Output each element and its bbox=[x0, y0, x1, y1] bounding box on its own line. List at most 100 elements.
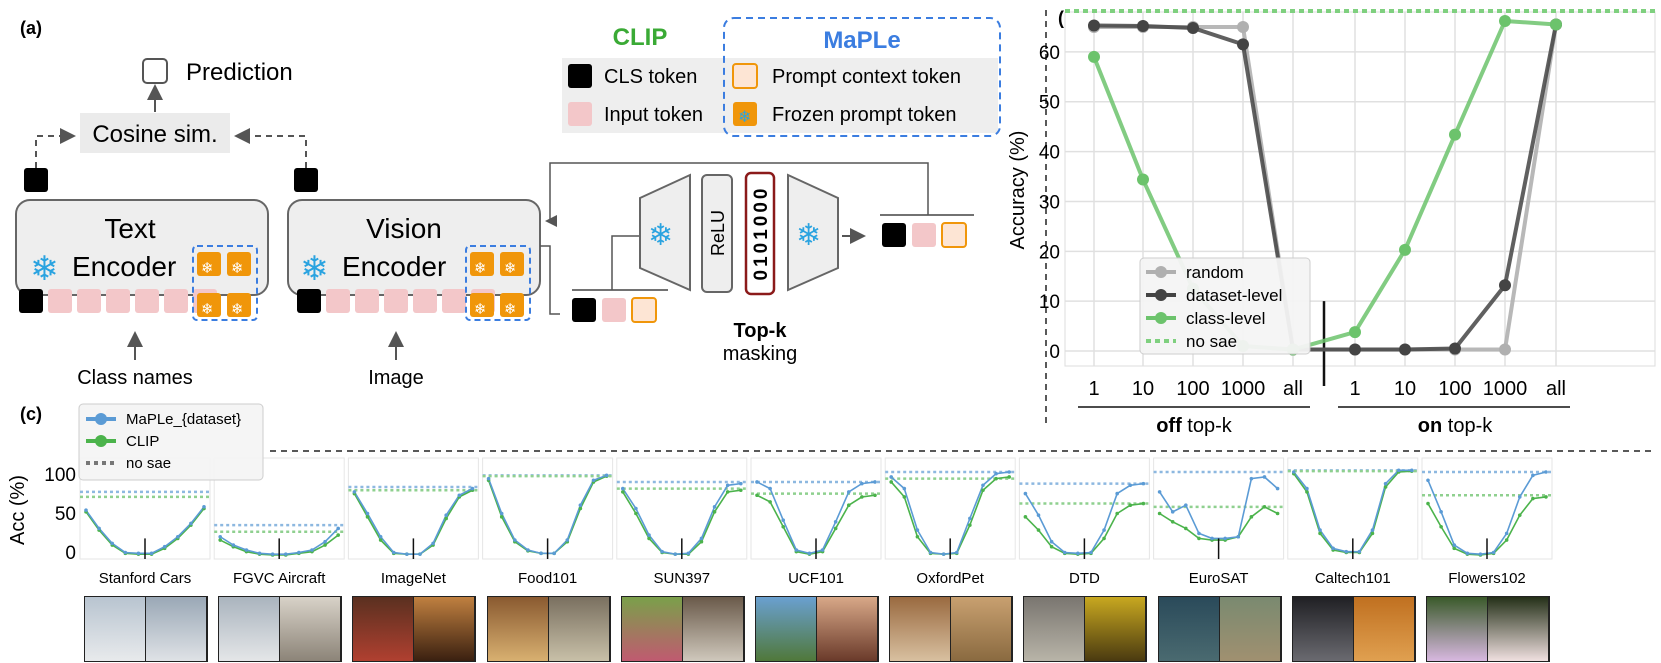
token-legend bbox=[562, 58, 998, 133]
dataset-thumbnail bbox=[486, 596, 611, 662]
class-names-label: Class names bbox=[77, 367, 193, 389]
clip-point bbox=[968, 523, 972, 527]
maple-point bbox=[873, 480, 877, 484]
group-label: on top-k bbox=[1418, 415, 1493, 437]
clip-point bbox=[1102, 536, 1106, 541]
maple-point bbox=[499, 511, 504, 516]
snowflake-icon: ❄ bbox=[201, 260, 214, 277]
frozen-prompt-token bbox=[227, 252, 251, 276]
maple-point bbox=[889, 475, 893, 479]
maple-point bbox=[1141, 481, 1146, 486]
x-tick-label: 100 bbox=[1438, 378, 1471, 400]
mini-chart-oxfordpet: OxfordPet bbox=[884, 457, 1016, 587]
maple-point bbox=[1305, 486, 1309, 491]
cls-token-label: CLS token bbox=[604, 66, 697, 88]
maple-point bbox=[244, 548, 249, 552]
prediction-label: Prediction bbox=[186, 59, 293, 86]
prompt-context-swatch bbox=[732, 63, 758, 89]
dataset-thumbnail bbox=[1291, 596, 1416, 662]
clip-point bbox=[1452, 546, 1457, 551]
mini-chart-eurosat: EuroSAT bbox=[1153, 457, 1285, 587]
frozen-prompt-token bbox=[197, 293, 221, 317]
data-point-random bbox=[1499, 343, 1511, 356]
snowflake-icon: ❄ bbox=[231, 260, 244, 277]
legend-label: class-level bbox=[1186, 309, 1265, 328]
maple-point bbox=[739, 481, 743, 486]
maple-point bbox=[807, 551, 812, 556]
input-token bbox=[164, 289, 188, 313]
data-point-dataset-level bbox=[1349, 343, 1361, 356]
y-tick-label: 50 bbox=[1039, 93, 1060, 114]
maple-point bbox=[218, 534, 222, 539]
clip-point bbox=[739, 488, 743, 493]
clip-point bbox=[1128, 503, 1133, 508]
maple-point bbox=[954, 550, 959, 555]
x-tick-label: all bbox=[1283, 378, 1303, 400]
maple-point bbox=[1531, 473, 1535, 478]
maple-point bbox=[1223, 536, 1227, 541]
clip-point bbox=[1504, 538, 1509, 542]
input-token bbox=[384, 289, 408, 313]
x-tick-label: 1 bbox=[1349, 378, 1360, 400]
input-token bbox=[326, 289, 350, 313]
snowflake-icon: ❄ bbox=[738, 109, 751, 126]
clip-point bbox=[1370, 531, 1375, 536]
snowflake-icon: ❄ bbox=[201, 301, 214, 318]
clip-point bbox=[1141, 501, 1146, 506]
maple-point bbox=[323, 539, 327, 544]
maple-point bbox=[1128, 483, 1133, 488]
mini-chart-flowers102: Flowers102 bbox=[1421, 457, 1553, 587]
dataset-thumbnail bbox=[1426, 596, 1550, 662]
legend-label: no sae bbox=[1186, 332, 1237, 351]
maple-point bbox=[1023, 491, 1028, 496]
maple-point bbox=[405, 552, 409, 556]
clip-point bbox=[712, 510, 717, 514]
maple-point bbox=[270, 552, 275, 556]
clip-point bbox=[621, 490, 625, 494]
clip-point bbox=[1197, 536, 1201, 541]
dataset-thumbnail bbox=[755, 596, 879, 662]
dataset-thumbnail bbox=[620, 596, 745, 662]
maple-point bbox=[1344, 549, 1349, 554]
thumbnail-image bbox=[85, 597, 146, 661]
y-tick-label: 30 bbox=[1039, 192, 1060, 213]
y-tick-label: 0 bbox=[1049, 342, 1060, 363]
input-token bbox=[413, 289, 437, 313]
snowflake-icon: ❄ bbox=[504, 260, 517, 277]
maple-point bbox=[768, 486, 772, 491]
maple-point bbox=[1439, 510, 1443, 514]
clip-point bbox=[768, 500, 772, 504]
input-token bbox=[77, 289, 101, 313]
maple-point bbox=[97, 526, 101, 531]
maple-point bbox=[1504, 531, 1509, 536]
clip-point bbox=[378, 538, 383, 542]
mini-chart-title: Caltech101 bbox=[1315, 570, 1391, 587]
mini-chart-title: ImageNet bbox=[381, 570, 447, 587]
clip-point bbox=[634, 511, 638, 516]
maple-point bbox=[202, 505, 206, 509]
x-tick-label: 1000 bbox=[1483, 378, 1528, 400]
maple-point bbox=[621, 486, 625, 491]
clip-point bbox=[578, 506, 583, 511]
thumbnail-image bbox=[890, 597, 952, 661]
clip-point bbox=[444, 516, 448, 521]
maple-point bbox=[283, 552, 288, 556]
maple-point bbox=[1036, 513, 1041, 517]
input-token-swatch bbox=[568, 102, 592, 126]
maple-point bbox=[378, 534, 383, 539]
thumbnail-image bbox=[682, 597, 744, 661]
legend-label: CLIP bbox=[126, 433, 159, 450]
legend-label: random bbox=[1186, 263, 1244, 282]
maple-point bbox=[1007, 470, 1011, 474]
maple-point bbox=[365, 511, 370, 516]
maple-point bbox=[1544, 470, 1548, 474]
maple-point bbox=[1410, 468, 1414, 473]
mini-chart-ucf101: UCF101 bbox=[750, 457, 882, 587]
maple-point bbox=[431, 541, 435, 546]
clip-point bbox=[915, 534, 920, 539]
maple-point bbox=[1318, 528, 1322, 532]
data-point-class-level bbox=[1550, 18, 1562, 31]
thumbnail-image bbox=[1292, 597, 1354, 661]
maple-point bbox=[1184, 503, 1188, 508]
maple-point bbox=[1210, 536, 1214, 541]
